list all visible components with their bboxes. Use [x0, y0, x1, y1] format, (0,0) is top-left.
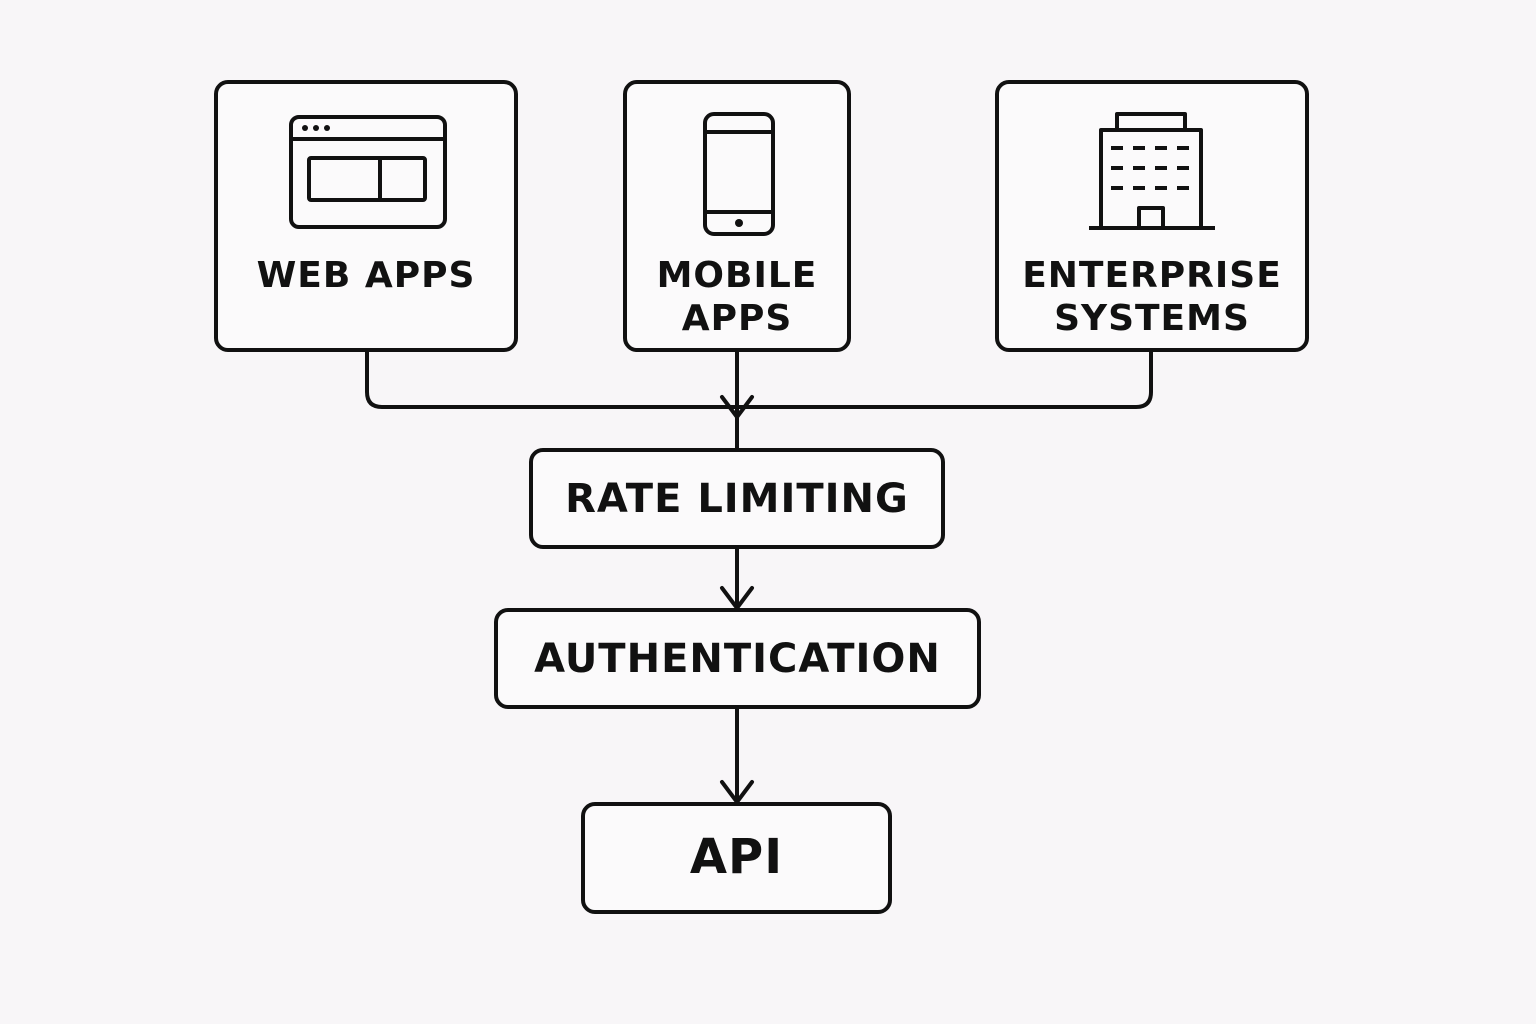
authentication-node: AUTHENTICATION [494, 608, 981, 709]
office-building-icon [1089, 112, 1215, 230]
web-apps-label: WEB APPS [218, 254, 514, 297]
mobile-apps-label-line-1: MOBILE [656, 255, 818, 296]
enterprise-systems-label-line-2: SYSTEMS [1054, 298, 1250, 340]
arrowhead-rate-limiting [720, 395, 754, 419]
browser-window-icon [289, 115, 447, 229]
connector-web-apps [365, 348, 739, 409]
authentication-label: AUTHENTICATION [534, 635, 941, 682]
web-apps-node: WEB APPS [214, 80, 518, 352]
api-node: API [581, 802, 892, 914]
enterprise-systems-label-line-1: ENTERPRISE [1022, 255, 1282, 296]
mobile-apps-label-line-2: APPS [681, 298, 793, 340]
rate-limiting-node: RATE LIMITING [529, 448, 945, 549]
connector-enterprise-systems [735, 348, 1153, 409]
smartphone-icon [703, 112, 775, 236]
rate-limiting-label: RATE LIMITING [565, 475, 909, 522]
mobile-apps-node: MOBILE APPS [623, 80, 851, 352]
mobile-apps-label: MOBILE APPS [627, 254, 847, 340]
enterprise-systems-label: ENTERPRISE SYSTEMS [999, 254, 1305, 340]
web-apps-label-line-1: WEB APPS [256, 255, 476, 296]
enterprise-systems-node: ENTERPRISE SYSTEMS [995, 80, 1309, 352]
api-label: API [689, 829, 784, 886]
